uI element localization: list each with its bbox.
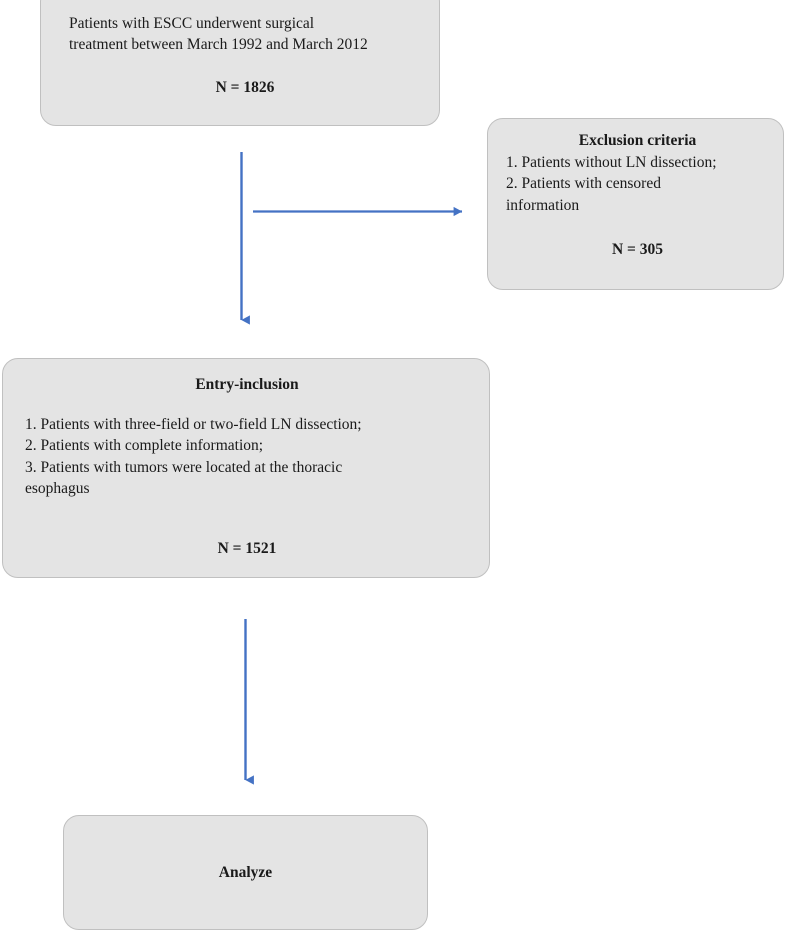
exclusion-item-2-continued: information xyxy=(506,196,580,214)
node-exclusion-body: Exclusion criteria 1. Patients without L… xyxy=(506,131,769,261)
inclusion-spacer xyxy=(21,396,473,414)
node-analyze: Analyze xyxy=(63,815,428,930)
node-exclusion-criteria: Exclusion criteria 1. Patients without L… xyxy=(487,118,784,290)
inclusion-item-3: 3. Patients with tumors were located at … xyxy=(25,458,343,476)
inclusion-item-3-continued: esophagus xyxy=(25,480,90,498)
inclusion-item-2: 2. Patients with complete information; xyxy=(25,437,264,455)
source-count: N = 1826 xyxy=(215,78,275,96)
inclusion-item-1: 1. Patients with three-field or two-fiel… xyxy=(25,415,362,433)
exclusion-title: Exclusion criteria xyxy=(578,132,697,149)
node-source-body: Patients with ESCC underwent surgical tr… xyxy=(69,13,421,99)
exclusion-item-2: 2. Patients with censored xyxy=(506,175,661,193)
source-line-2: treatment between March 1992 and March 2… xyxy=(69,36,368,54)
node-inclusion-body: Entry-inclusion 1. Patients with three-f… xyxy=(21,375,473,560)
inclusion-title: Entry-inclusion xyxy=(195,376,299,393)
exclusion-count: N = 305 xyxy=(611,241,664,259)
node-entry-inclusion: Entry-inclusion 1. Patients with three-f… xyxy=(2,358,490,578)
inclusion-count: N = 1521 xyxy=(217,540,277,558)
exclusion-item-1: 1. Patients without LN dissection; xyxy=(506,153,717,171)
node-source-cohort: Patients with ESCC underwent surgical tr… xyxy=(40,0,440,126)
source-line-1: Patients with ESCC underwent surgical xyxy=(69,15,315,32)
analyze-label: Analyze xyxy=(218,863,273,881)
node-analyze-body: Analyze xyxy=(64,816,427,929)
